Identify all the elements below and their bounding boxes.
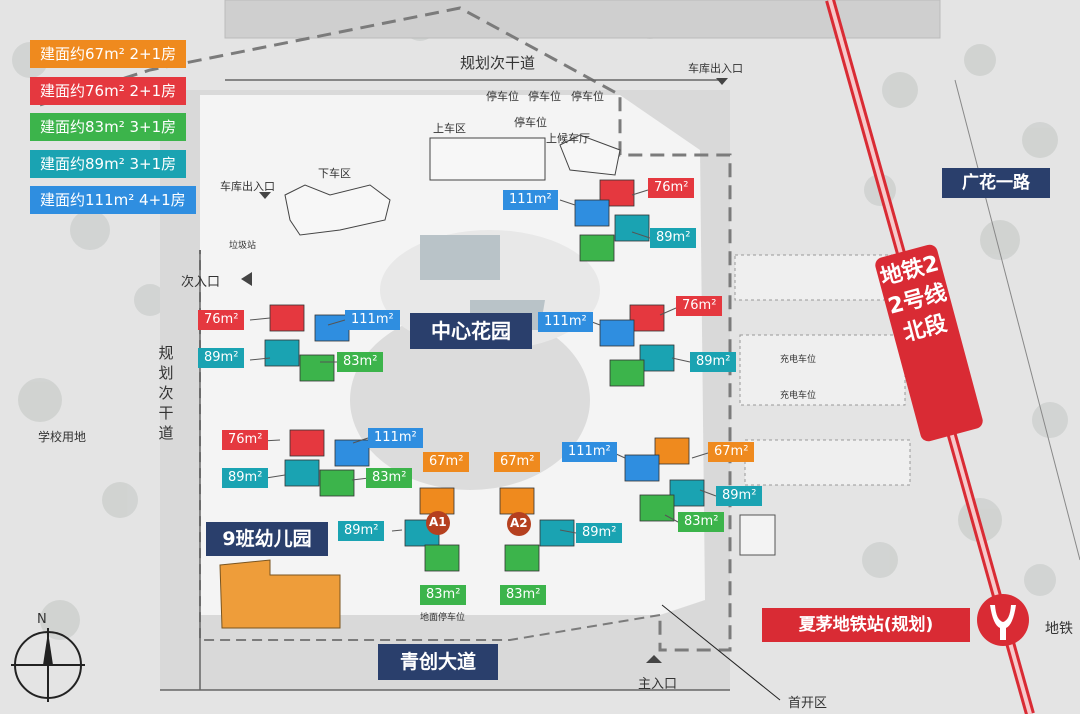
unit-tag-89: 89m² — [198, 348, 245, 368]
garage-exit-nw-label: 车库出入口 — [220, 180, 275, 193]
tree-texture — [12, 4, 1068, 640]
legend-item-89: 建面约89m² 3+1房 — [30, 150, 187, 178]
unit-tag-83: 83m² — [366, 468, 413, 488]
legend-item-83: 建面约83m² 3+1房 — [30, 113, 187, 141]
building-block-111 — [334, 439, 370, 467]
building-block-83 — [579, 234, 615, 262]
kindergarten-callout: 9班幼儿园 — [206, 522, 328, 556]
building-block-83 — [504, 544, 540, 572]
parking-label-3: 停车位 — [571, 90, 604, 103]
unit-tag-111: 111m² — [503, 190, 558, 210]
building-block-89 — [614, 214, 650, 242]
road-label-north: 规划次干道 — [460, 54, 536, 72]
metro-label: 地铁 — [1045, 621, 1073, 637]
ground-parking-label: 地面停车位 — [420, 613, 466, 623]
road-label-west: 规划次干道 — [158, 344, 174, 442]
upper-area-label: 上车区 — [433, 122, 466, 135]
central-garden-callout: 中心花园 — [410, 313, 532, 349]
building-block-89 — [284, 459, 320, 487]
building-block-111 — [624, 454, 660, 482]
unit-tag-111: 111m² — [538, 312, 593, 332]
unit-tag-76: 76m² — [198, 310, 245, 330]
unit-tag-83: 83m² — [337, 352, 384, 372]
unit-tag-89: 89m² — [338, 521, 385, 541]
building-a1-label: A1 — [429, 515, 447, 529]
unit-tag-111: 111m² — [345, 310, 400, 330]
qingchuang-road-callout: 青创大道 — [378, 644, 498, 680]
upper-lobby-label: 上候车厅 — [546, 132, 590, 145]
building-block-111 — [599, 319, 635, 347]
building-block-67 — [654, 437, 690, 465]
parking-label-2: 停车位 — [528, 90, 561, 103]
building-block-83 — [609, 359, 645, 387]
building-block-67 — [419, 487, 455, 515]
unit-tag-76: 76m² — [676, 296, 723, 316]
garage-exit-ne-label: 车库出入口 — [688, 62, 743, 75]
legend-item-76: 建面约76m² 2+1房 — [30, 77, 187, 105]
unit-tag-83: 83m² — [500, 585, 547, 605]
unit-tag-89: 89m² — [576, 523, 623, 543]
charging-label-2: 充电车位 — [780, 391, 817, 401]
charging-label-1: 充电车位 — [780, 355, 817, 365]
unit-tag-76: 76m² — [648, 178, 695, 198]
school-land-label: 学校用地 — [38, 430, 87, 444]
building-block-83 — [319, 469, 355, 497]
building-block-89 — [264, 339, 300, 367]
unit-tag-111: 111m² — [562, 442, 617, 462]
metro-station-callout: 夏茅地铁站(规划) — [762, 608, 970, 642]
north-arrow-label: N — [37, 612, 47, 627]
unit-tag-89: 89m² — [222, 468, 269, 488]
unit-tag-89: 89m² — [690, 352, 737, 372]
parking-label-4: 停车位 — [514, 116, 547, 129]
building-block-89 — [639, 344, 675, 372]
building-block-83 — [424, 544, 460, 572]
unit-tag-89: 89m² — [716, 486, 763, 506]
first-phase-label: 首开区 — [788, 696, 828, 711]
parking-label-1: 停车位 — [486, 90, 519, 103]
unit-tag-67: 67m² — [423, 452, 470, 472]
secondary-entrance-label: 次入口 — [181, 275, 221, 290]
building-block-76 — [269, 304, 305, 332]
building-block-67 — [499, 487, 535, 515]
lower-area-label: 下车区 — [318, 167, 351, 180]
unit-tag-111: 111m² — [368, 428, 423, 448]
unit-tag-83: 83m² — [678, 512, 725, 532]
building-block-89 — [539, 519, 575, 547]
legend-item-111: 建面约111m² 4+1房 — [30, 186, 196, 214]
building-block-76 — [289, 429, 325, 457]
garbage-label: 垃圾站 — [229, 241, 257, 251]
building-block-111 — [574, 199, 610, 227]
building-block-111 — [314, 314, 350, 342]
building-block-83 — [299, 354, 335, 382]
unit-tag-67: 67m² — [494, 452, 541, 472]
unit-tag-83: 83m² — [420, 585, 467, 605]
building-block-89 — [669, 479, 705, 507]
building-block-76 — [629, 304, 665, 332]
legend-item-67: 建面约67m² 2+1房 — [30, 40, 187, 68]
unit-tag-76: 76m² — [222, 430, 269, 450]
unit-tag-89: 89m² — [650, 228, 697, 248]
unit-tag-67: 67m² — [708, 442, 755, 462]
guanghua-road-callout: 广花一路 — [942, 168, 1050, 198]
main-entrance-label: 主入口 — [638, 677, 678, 692]
building-a2-label: A2 — [510, 516, 528, 530]
